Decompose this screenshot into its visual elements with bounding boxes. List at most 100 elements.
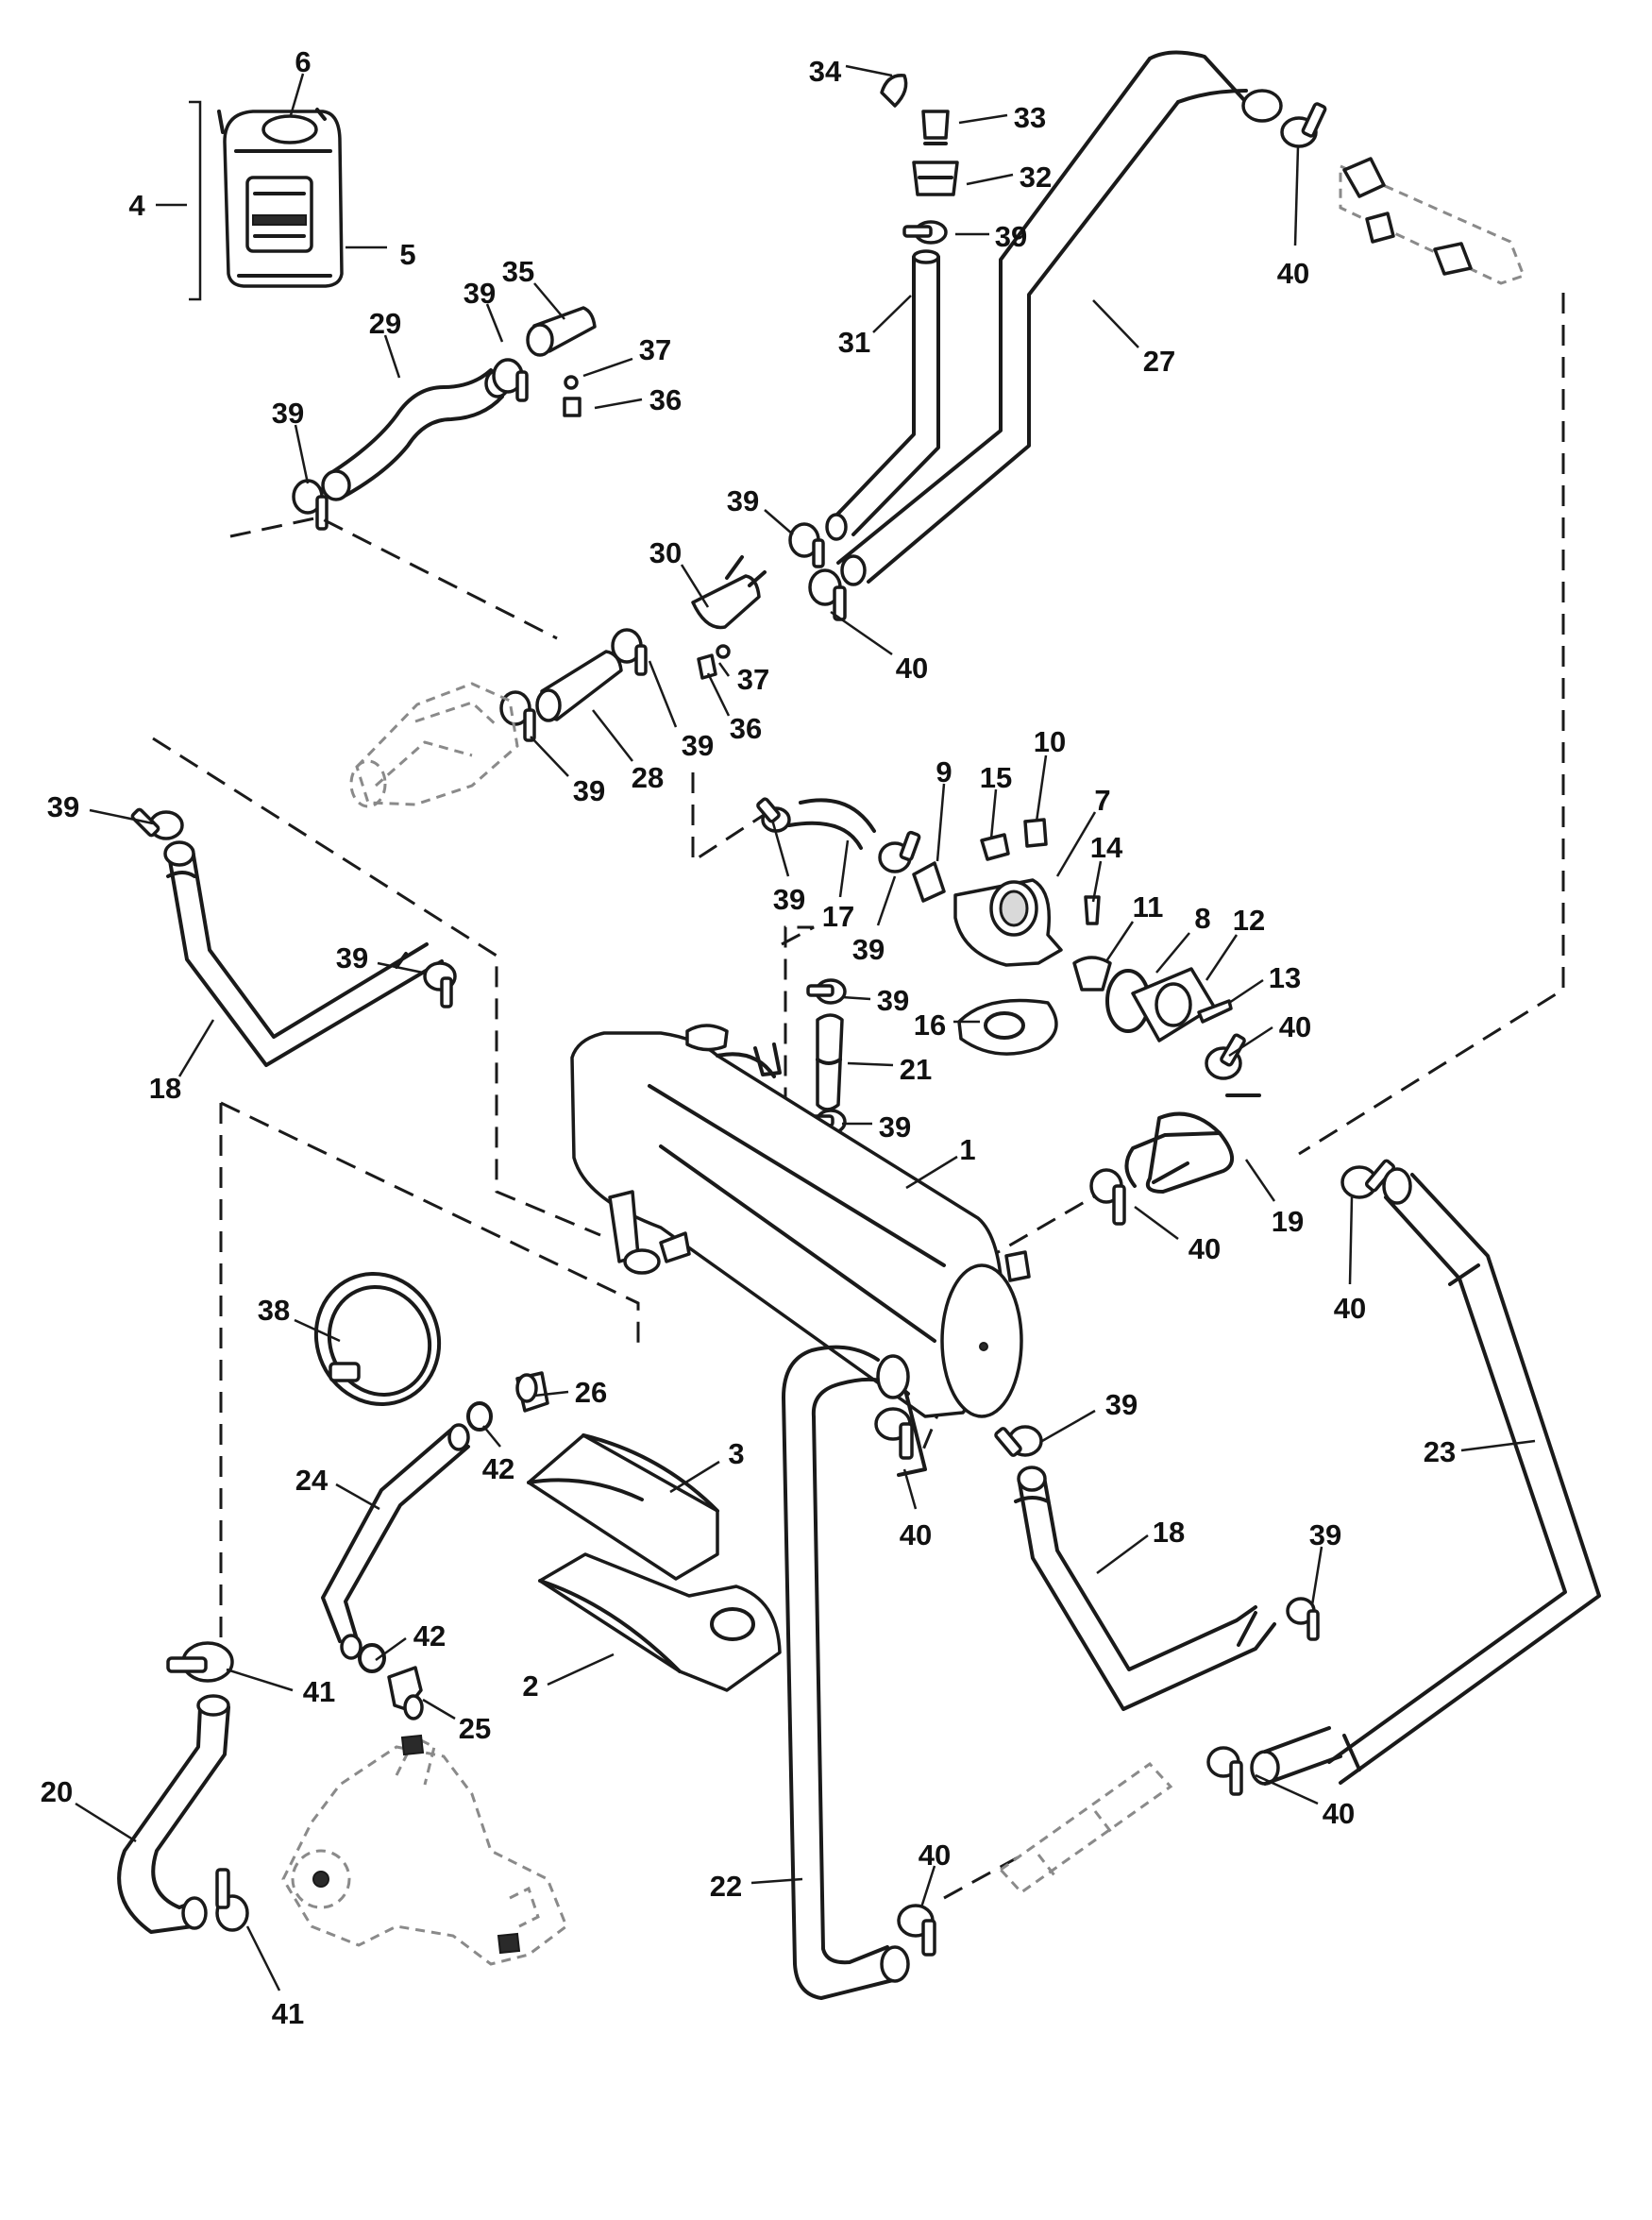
callout-c6: 6 [289,45,312,116]
callout-c29: 29 [369,307,401,379]
fitting-25 [387,1666,424,1720]
callout-number: 2 [522,1669,538,1703]
callout-c39e: 39 [648,660,714,762]
callout-leader [1310,1546,1323,1606]
callout-c20: 20 [41,1775,137,1843]
callout-number: 41 [303,1675,335,1708]
hose-clamp-40a [1280,102,1327,148]
callout-leader [919,1865,936,1908]
callout-number: 39 [1105,1388,1138,1421]
callout-number: 7 [1094,784,1110,817]
callout-number: 42 [413,1619,446,1652]
callout-number: 29 [369,307,401,340]
callout-c22: 22 [710,1870,803,1903]
callout-c3: 3 [669,1437,745,1494]
callout-c17: 17 [822,839,854,933]
callout-number: 28 [632,761,664,794]
callout-leader [294,424,310,484]
callout-number: 12 [1233,904,1265,937]
callout-number: 40 [1323,1797,1355,1830]
callout-c33: 33 [958,101,1046,134]
hose-24 [321,1423,470,1660]
hose-clamp-40f [874,1407,914,1460]
callout-number: 39 [272,397,304,430]
callout-leader [1092,299,1139,348]
callout-leader [226,1668,294,1692]
callout-c16: 16 [914,1008,980,1042]
callout-number: 39 [852,933,885,966]
hose-clamp-41a [166,1641,234,1683]
callout-leader [1104,921,1135,962]
callout-c39n: 39 [1309,1518,1341,1606]
callout-leader [1293,145,1300,246]
callout-c21: 21 [847,1053,932,1086]
callout-number: 20 [41,1775,73,1808]
fitting-9 [912,861,946,903]
callout-number: 32 [1020,161,1052,194]
callout-c39k: 39 [841,984,909,1017]
callout-c41a: 41 [226,1668,335,1708]
callout-c39a: 39 [464,277,504,343]
callout-number: 34 [809,55,842,88]
callout-leader [377,961,424,974]
clip-42b [358,1643,386,1673]
callout-number: 1 [959,1133,975,1166]
callout-leader [1205,934,1239,981]
callout-c35: 35 [502,255,565,320]
callout-leader [1255,1773,1319,1805]
callout-number: 11 [1133,890,1164,924]
middle-hoses [499,555,767,742]
callout-leader [422,1698,456,1720]
hose-17 [799,798,876,833]
callout-c8: 8 [1155,902,1211,974]
ghost-water-pump [281,1734,568,1966]
callout-number: 24 [295,1464,329,1497]
callout-leader [594,398,643,410]
hose-clamp-39c [902,220,948,245]
callout-leader [989,788,998,839]
callout-c18a: 18 [149,1019,215,1105]
dashed-connectors [152,293,1565,1900]
callout-leader [375,1636,407,1662]
callout-number: 3 [728,1437,744,1470]
callout-c39j: 39 [336,941,424,974]
callout-leader [1041,1409,1096,1443]
callout-number: 22 [710,1870,742,1903]
callout-c7: 7 [1055,784,1111,877]
callout-c30: 30 [649,536,710,608]
callout-leader [592,709,633,762]
callout-c39l: 39 [842,1110,911,1144]
hose-27 [867,50,1246,584]
heat-exchanger-1 [570,1024,1031,1477]
callout-leader [1348,1196,1354,1285]
hose-clamp-40c [1205,1033,1246,1080]
callout-number: 31 [838,326,870,359]
callout-number: 39 [727,484,759,517]
callout-leader [841,995,871,1001]
callout-leader [294,1318,341,1343]
callout-c13: 13 [1228,961,1301,1005]
callout-leader [289,73,305,116]
callout-leader [177,1019,215,1077]
hose-clamp-39d [788,522,825,568]
callout-number: 21 [900,1053,932,1086]
callout-c39b: 39 [272,397,310,484]
callout-c25: 25 [422,1698,491,1745]
o-ring-37b [716,644,731,659]
callout-number: 27 [1143,345,1175,378]
callout-number: 39 [47,790,79,823]
sender-33 [921,110,950,140]
callout-number: 15 [980,761,1012,794]
callout-number: 40 [1279,1010,1311,1043]
callout-c40b: 40 [830,610,928,685]
callout-number: 39 [336,941,368,974]
callout-leader [1228,1025,1273,1058]
callout-c40e: 40 [1334,1196,1366,1325]
callout-leader [847,1061,894,1067]
callout-number: 5 [399,238,415,271]
coolant-reservoir [189,100,344,301]
hose-clamp-39n [1286,1597,1320,1641]
callout-c12: 12 [1205,904,1265,981]
clip-42a [466,1401,493,1432]
callout-c10: 10 [1034,725,1066,822]
